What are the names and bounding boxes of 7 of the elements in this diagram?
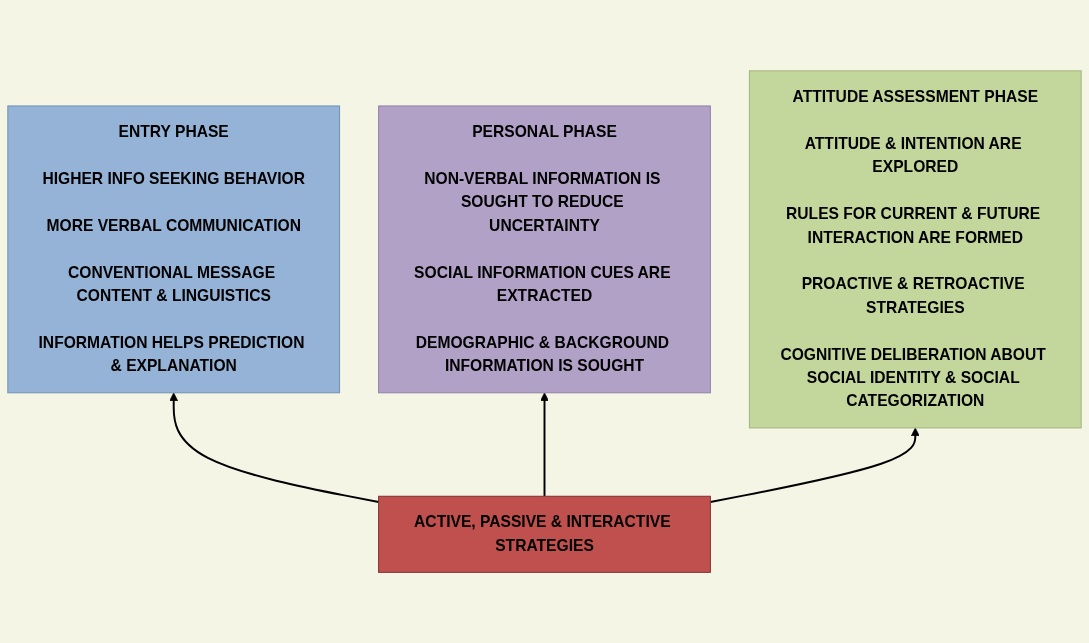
node-box: PERSONAL PHASE NON-VERBAL INFORMATION IS SOUGHT TO REDUCE UNCERTAINTY SOCIAL INFORMATION CUES ARE EXTRACTED DEMOGRAPHIC & BACKGROUND INFORMATION IS SOUGHT — [378, 105, 711, 394]
arrow — [540, 392, 549, 498]
node-box: ENTRY PHASE HIGHER INFO SEEKING BEHAVIOR MORE VERBAL COMMUNICATION CONVENTIONAL MESSAGE CONTENT & LINGUISTICS INFORMATION HELPS PREDICTION & EXPLANATION — [7, 105, 341, 394]
node-box: ATTITUDE ASSESSMENT PHASE ATTITUDE & INTENTION ARE EXPLORED RULES FOR CURRENT & FUTURE INTERACTION ARE FORMED PROACTIVE & RETROACTIVE STRATEGIES COGNITIVE DELIBERATION ABOUT SOCIAL IDENTITY & SOCIAL CATEGORIZATION — [748, 70, 1082, 429]
arrow — [169, 392, 380, 503]
arrow — [709, 427, 920, 503]
node-box: ACTIVE, PASSIVE & INTERACTIVE STRATEGIES — [378, 495, 711, 573]
